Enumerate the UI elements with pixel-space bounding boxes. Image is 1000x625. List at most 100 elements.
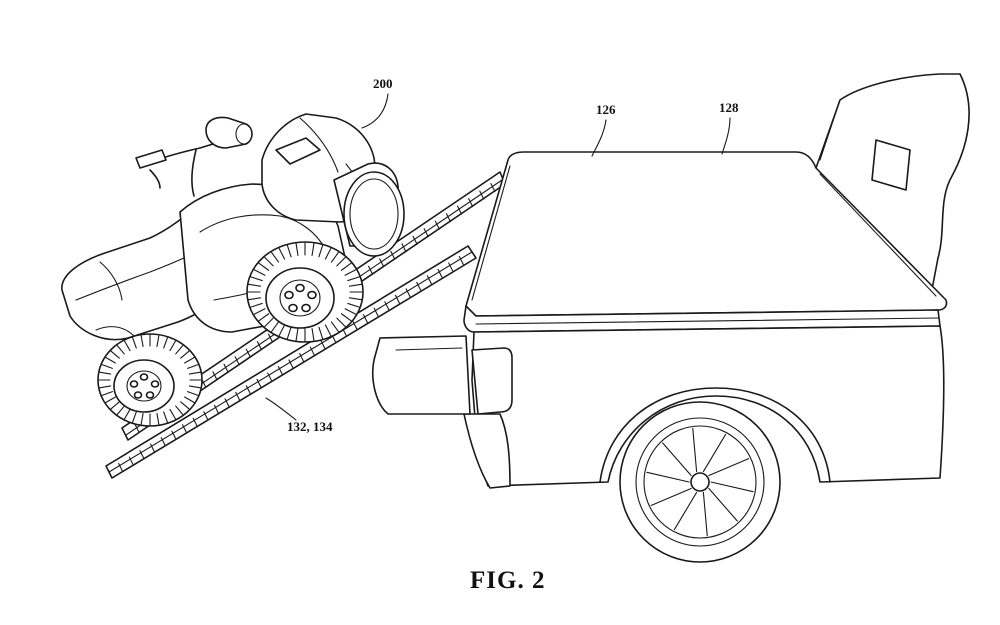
drawing-stroke: [311, 327, 315, 341]
drawing-stroke: [188, 371, 201, 375]
drawing-stroke: [286, 326, 292, 340]
drawing-stroke: [250, 276, 263, 282]
drawing-stroke: [213, 404, 220, 414]
drawing-stroke: [336, 256, 346, 267]
label-ramps: 132, 134: [287, 419, 333, 434]
drawing-stroke: [437, 268, 443, 278]
atv-wheel-front-far: [343, 171, 405, 257]
leader-ramps: [265, 397, 297, 421]
drawing-stroke: [311, 243, 315, 257]
drawing-stroke: [347, 276, 360, 282]
drawing-stroke: [299, 352, 305, 363]
drawing-stroke: [324, 247, 332, 260]
drawing-stroke: [180, 401, 190, 410]
label-atv: 200: [373, 76, 393, 91]
drawing-stroke: [445, 213, 451, 223]
drawing-stroke: [373, 307, 379, 317]
drawing-stroke: [267, 333, 274, 343]
drawing-stroke: [258, 262, 270, 271]
drawing-stroke: [458, 255, 464, 266]
drawing-stroke: [362, 314, 369, 324]
drawing-stroke: [110, 350, 120, 359]
label-cover-top: 128: [719, 100, 739, 115]
drawing-stroke: [116, 405, 125, 416]
drawing-stroke: [180, 350, 190, 359]
drawing-stroke: [423, 228, 429, 238]
drawing-stroke: [267, 372, 273, 382]
drawing-stroke: [181, 424, 188, 434]
drawing-stroke: [132, 411, 137, 423]
drawing-stroke: [132, 337, 137, 349]
drawing-stroke: [101, 391, 113, 396]
drawing-stroke: [295, 243, 299, 257]
drawing-stroke: [344, 269, 357, 276]
drawing-stroke: [203, 411, 209, 421]
drawing-stroke: [340, 313, 352, 322]
drawing-stroke: [116, 344, 125, 355]
figure-caption: FIG. 2: [470, 567, 545, 594]
drawing-stroke: [101, 364, 113, 369]
drawing-stroke: [163, 411, 168, 423]
drawing-stroke: [286, 244, 292, 258]
drawing-stroke: [123, 408, 131, 420]
drawing-stroke: [264, 256, 274, 267]
leader-cover-rear: [591, 119, 607, 157]
drawing-stroke: [340, 262, 352, 271]
drawing-stroke: [175, 405, 184, 416]
drawing-stroke: [256, 378, 262, 388]
rear-bumper: [463, 413, 511, 489]
drawing-stroke: [330, 251, 340, 263]
drawing-stroke: [401, 243, 407, 253]
drawing-stroke: [140, 412, 144, 425]
drawing-stroke: [650, 487, 692, 506]
drawing-stroke: [184, 396, 195, 404]
drawing-stroke: [646, 471, 690, 483]
drawing-stroke: [270, 321, 280, 333]
drawing-stroke: [175, 344, 184, 355]
drawing-stroke: [224, 398, 230, 408]
drawing-stroke: [184, 356, 195, 364]
drawing-stroke: [248, 297, 262, 301]
drawing-stroke: [479, 190, 485, 200]
cab-rear-window: [871, 139, 911, 191]
drawing-stroke: [256, 341, 262, 351]
drawing-stroke: [234, 356, 240, 366]
drawing-stroke: [405, 288, 411, 298]
drawing-stroke: [336, 317, 346, 328]
drawing-stroke: [188, 385, 201, 389]
drawing-stroke: [118, 462, 124, 473]
drawing-stroke: [212, 371, 218, 381]
drawing-stroke: [434, 220, 440, 230]
drawing-stroke: [105, 356, 116, 364]
drawing-stroke: [192, 417, 198, 427]
drawing-stroke: [309, 346, 315, 356]
drawing-stroke: [692, 427, 698, 473]
drawing-stroke: [235, 391, 241, 401]
drawing-stroke: [169, 340, 177, 352]
drawing-stroke: [140, 335, 144, 348]
drawing-stroke: [134, 423, 140, 434]
drawing-stroke: [702, 433, 727, 473]
drawing-stroke: [348, 297, 362, 301]
drawing-stroke: [702, 491, 708, 537]
drawing-stroke: [468, 198, 474, 208]
atv-wheel-front: [246, 241, 364, 343]
drawing-stroke: [187, 391, 199, 396]
drawing-stroke: [99, 371, 112, 375]
drawing-stroke: [245, 385, 251, 395]
reference-labels: 200 126 128 132, 134: [265, 76, 739, 434]
drawing-stroke: [416, 281, 422, 291]
drawing-stroke: [250, 302, 263, 308]
fender-flare: [599, 387, 831, 483]
atv-vehicle: [61, 113, 405, 427]
drawing-stroke: [277, 365, 283, 376]
drawing-stroke: [270, 251, 280, 263]
drawing-stroke: [253, 308, 266, 315]
tailgate: [372, 335, 471, 415]
drawing-stroke: [253, 269, 266, 276]
drawing-stroke: [278, 324, 286, 337]
drawing-stroke: [318, 326, 324, 340]
truck-rear-wheel: [619, 401, 781, 563]
